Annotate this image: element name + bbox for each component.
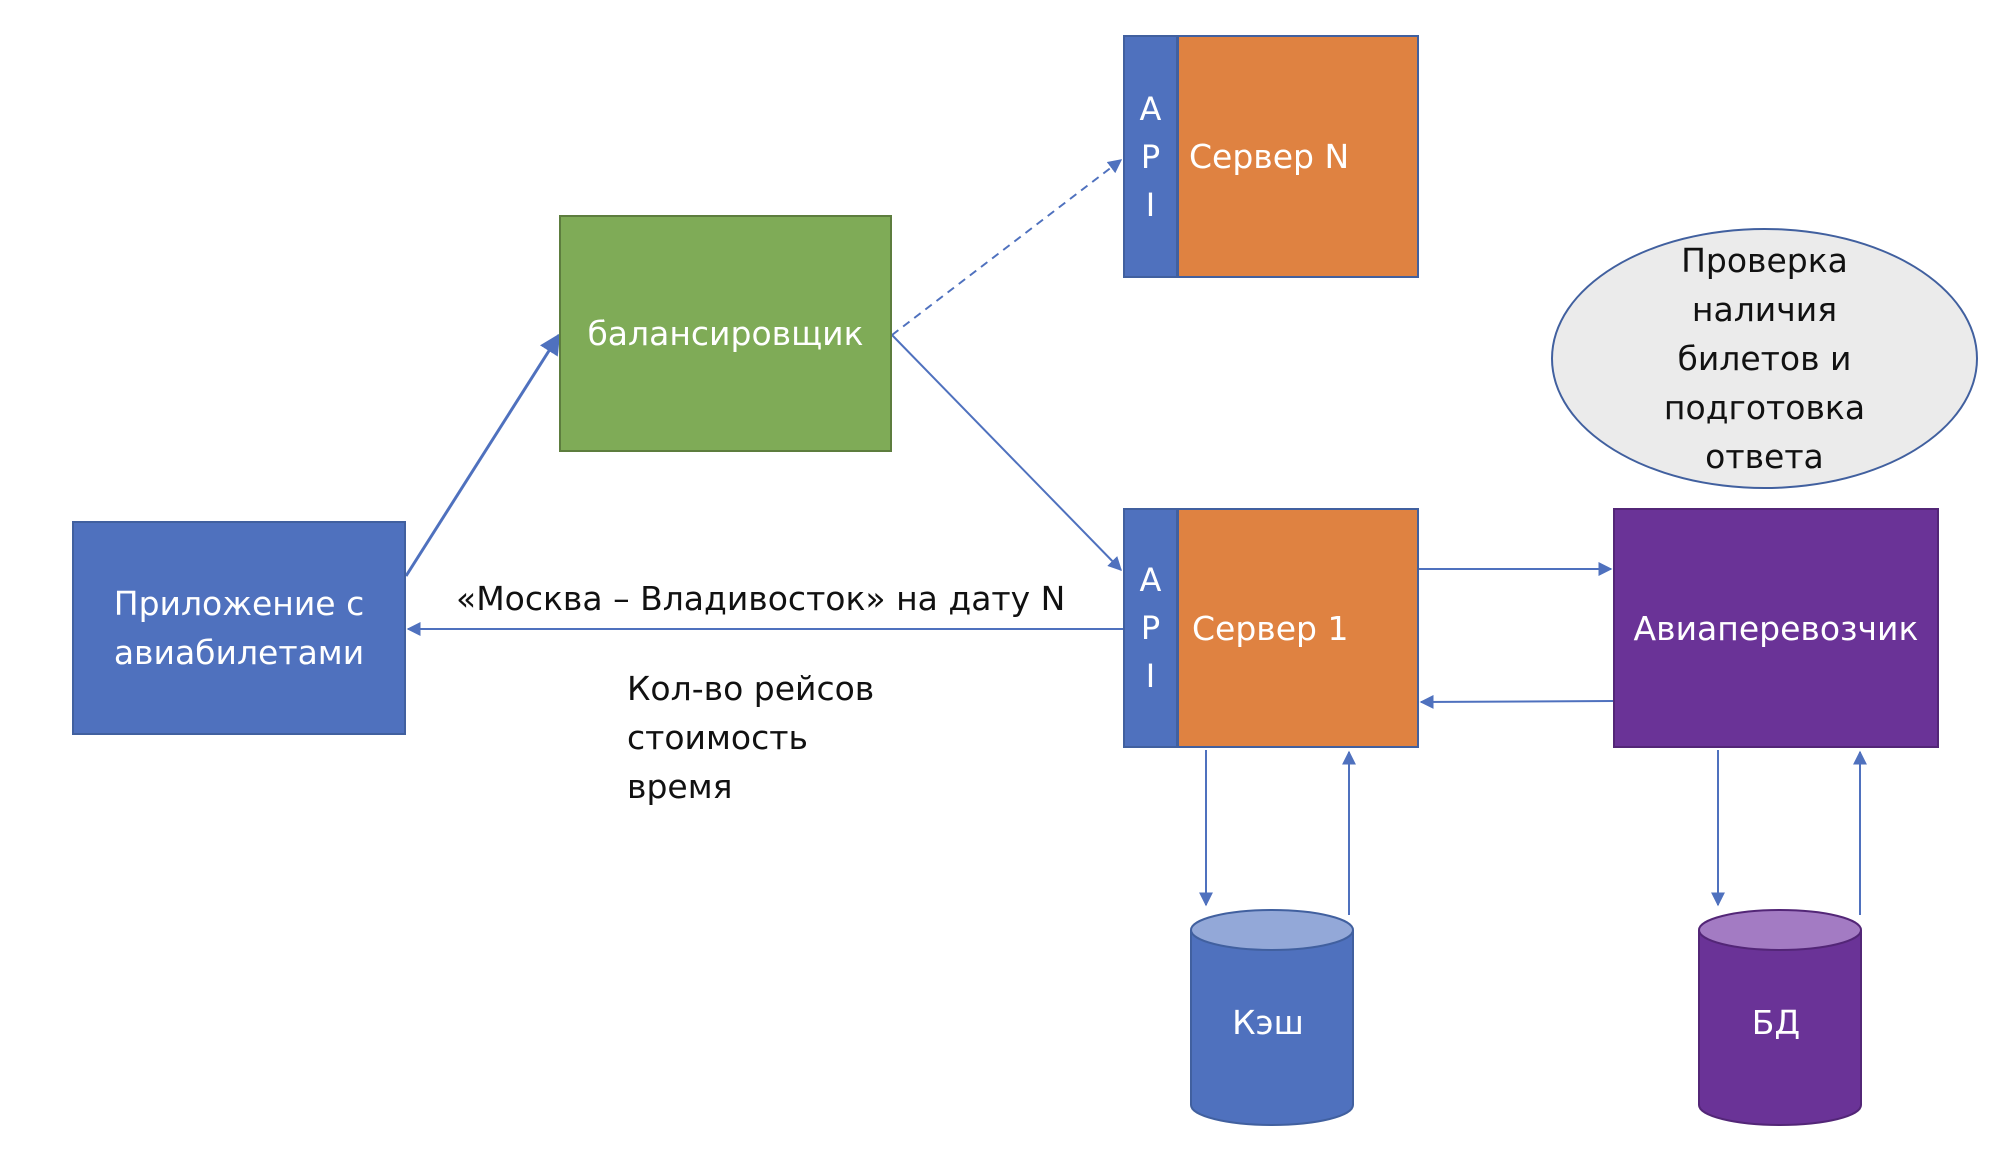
server-1-box: Сервер 1: [1177, 508, 1419, 748]
api-strip-server-n: A P I: [1123, 35, 1178, 278]
route-label: «Москва – Владивосток» на дату N: [456, 579, 1066, 618]
arrow-balancer-to-server-1: [891, 334, 1122, 572]
bubble-line: наличия: [1691, 290, 1838, 329]
server-1-label: Сервер 1: [1192, 608, 1349, 648]
db-cylinder: [1698, 909, 1862, 1126]
cache-cylinder: [1190, 909, 1354, 1126]
bubble-line: подготовка: [1663, 388, 1866, 427]
response-line: стоимость: [627, 718, 808, 757]
cache-label: Кэш: [1232, 1003, 1304, 1042]
app-label: Приложение с авиабилетами: [113, 584, 365, 672]
balancer-label: балансировщик: [587, 314, 864, 353]
bubble-line: Проверка: [1681, 241, 1848, 280]
api-letter: A: [1139, 89, 1162, 128]
api-strip-server-1: A P I: [1123, 508, 1178, 748]
api-letter: P: [1140, 137, 1161, 176]
arrow-app-to-balancer: [404, 333, 561, 577]
bubble-line: ответа: [1705, 437, 1824, 476]
carrier-label: Авиаперевозчик: [1633, 608, 1919, 648]
arrow-balancer-to-server-n: [891, 159, 1123, 336]
carrier-box: Авиаперевозчик: [1613, 508, 1939, 748]
server-n-box: Сервер N: [1177, 35, 1419, 278]
api-letter: I: [1145, 185, 1156, 224]
balancer-box: балансировщик: [559, 215, 892, 452]
api-letter: P: [1140, 609, 1161, 647]
arrow-carrier-to-server-1: [1419, 694, 1614, 709]
response-line: Кол-во рейсов: [627, 669, 875, 708]
response-info: Кол-во рейсов стоимость время: [627, 664, 874, 811]
db-label: БД: [1751, 1003, 1801, 1042]
bubble-line: билетов и: [1677, 339, 1852, 378]
api-letter: A: [1139, 561, 1162, 599]
app-box: Приложение с авиабилетами: [72, 521, 406, 735]
processing-bubble: Проверка наличия билетов и подготовка от…: [1551, 228, 1978, 489]
response-line: время: [627, 767, 733, 806]
api-letter: I: [1145, 657, 1156, 695]
server-n-label: Сервер N: [1189, 137, 1350, 176]
